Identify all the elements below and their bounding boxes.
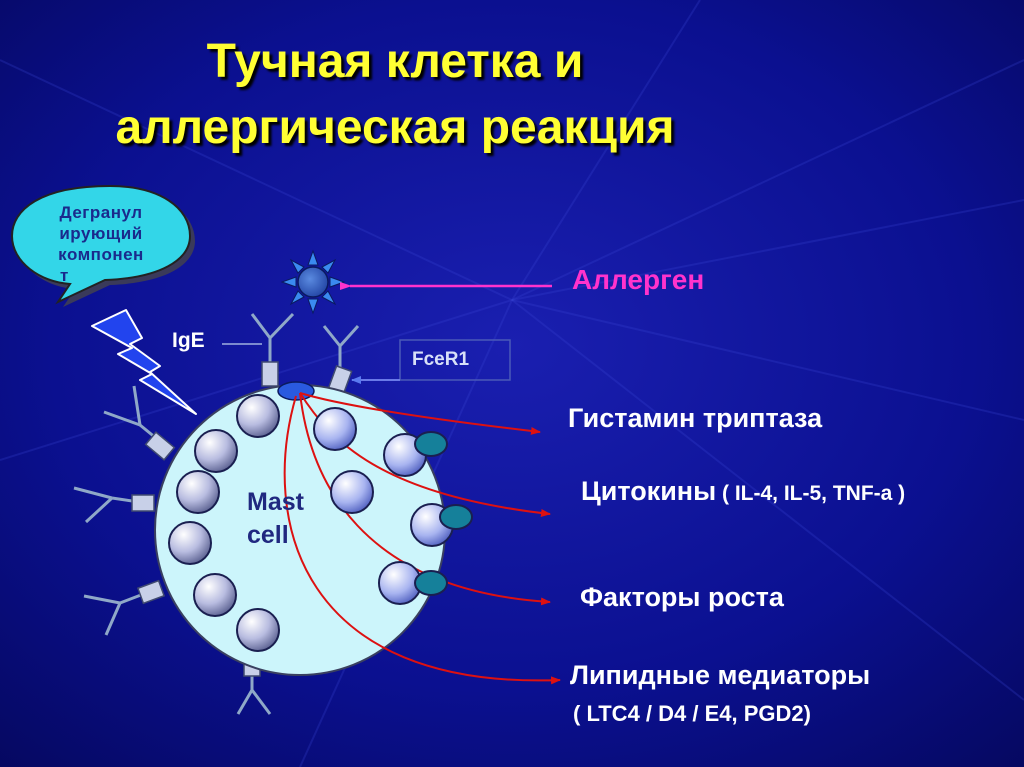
cytokines-detail: ( IL-4, IL-5, TNF-a ) — [716, 482, 906, 505]
fcer1-label: FceR1 — [412, 349, 470, 370]
bubble-line-4: т — [60, 266, 69, 285]
ige-label: IgE — [172, 329, 205, 352]
histamine-label: Гистамин триптаза — [568, 403, 823, 433]
allergen-icon — [280, 249, 346, 315]
cytokines-label: Цитокины ( IL-4, IL-5, TNF-a ) — [581, 476, 905, 507]
ige-antibodies — [73, 312, 360, 715]
mediator-arrows — [283, 392, 561, 685]
allergen-label: Аллерген — [572, 264, 705, 295]
bubble-line-3: компонен — [58, 245, 144, 264]
releasing-granules — [313, 407, 473, 605]
lipid-mediators-label: Липидные медиаторы — [570, 660, 871, 690]
mast-cell-label-1: Mast — [247, 488, 304, 516]
title-line-2: аллергическая реакция — [115, 101, 675, 154]
bubble-label: Дегранул ирующий компонен т — [36, 202, 166, 286]
title-line-1: Тучная клетка и — [206, 35, 584, 88]
growth-factors-label: Факторы роста — [580, 582, 784, 612]
lightning-bolt-icon — [91, 309, 197, 415]
lipid-mediators-detail: ( LTC4 / D4 / E4, PGD2) — [573, 701, 811, 726]
bubble-line-2: ирующий — [59, 224, 143, 243]
mast-cell-label-2: cell — [247, 521, 289, 549]
granules — [168, 394, 280, 652]
receptor-blob — [277, 381, 315, 401]
bubble-line-1: Дегранул — [59, 203, 143, 222]
fcer1-box — [399, 339, 511, 381]
cytokines-main: Цитокины — [581, 476, 717, 506]
speech-bubble — [10, 184, 195, 307]
